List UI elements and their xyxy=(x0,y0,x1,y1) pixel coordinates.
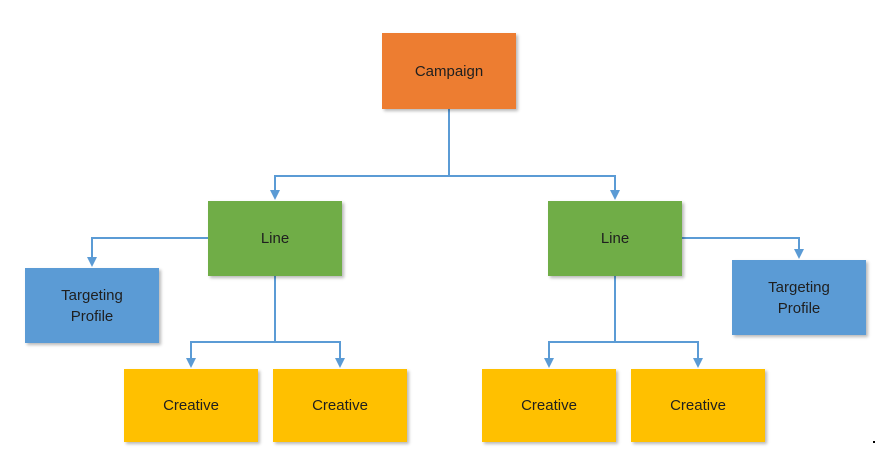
connector-line-left-to-creative-2 xyxy=(275,341,345,368)
line-node-left: Line xyxy=(208,201,342,276)
campaign-label: Campaign xyxy=(414,62,484,80)
connector-campaign-to-line-right xyxy=(449,175,620,200)
stray-dot xyxy=(873,441,875,443)
creative-node-3: Creative xyxy=(482,369,616,442)
connector-line-left-to-targeting xyxy=(87,237,208,267)
targeting-profile-node-left: Targeting Profile xyxy=(25,268,159,343)
creative-2-label: Creative xyxy=(312,397,368,414)
connector-line-right-to-targeting xyxy=(682,237,804,259)
targeting-right-label: Targeting Profile xyxy=(768,278,830,317)
connector-campaign-to-line-left xyxy=(270,109,450,200)
campaign-node: Campaign xyxy=(382,33,516,109)
connector-line-left-to-creative-1 xyxy=(186,276,276,368)
creative-node-1: Creative xyxy=(124,369,258,442)
line-right-label: Line xyxy=(600,230,630,247)
creative-1-label: Creative xyxy=(163,397,219,414)
targeting-left-label: Targeting Profile xyxy=(61,286,123,325)
targeting-profile-node-right: Targeting Profile xyxy=(732,260,866,335)
creative-node-4: Creative xyxy=(631,369,765,442)
creative-4-label: Creative xyxy=(670,397,726,414)
line-node-right: Line xyxy=(548,201,682,276)
creative-node-2: Creative xyxy=(273,369,407,442)
line-left-label: Line xyxy=(260,230,290,247)
connector-line-right-to-creative-3 xyxy=(544,276,616,368)
connector-line-right-to-creative-4 xyxy=(615,341,703,368)
creative-3-label: Creative xyxy=(521,397,577,414)
